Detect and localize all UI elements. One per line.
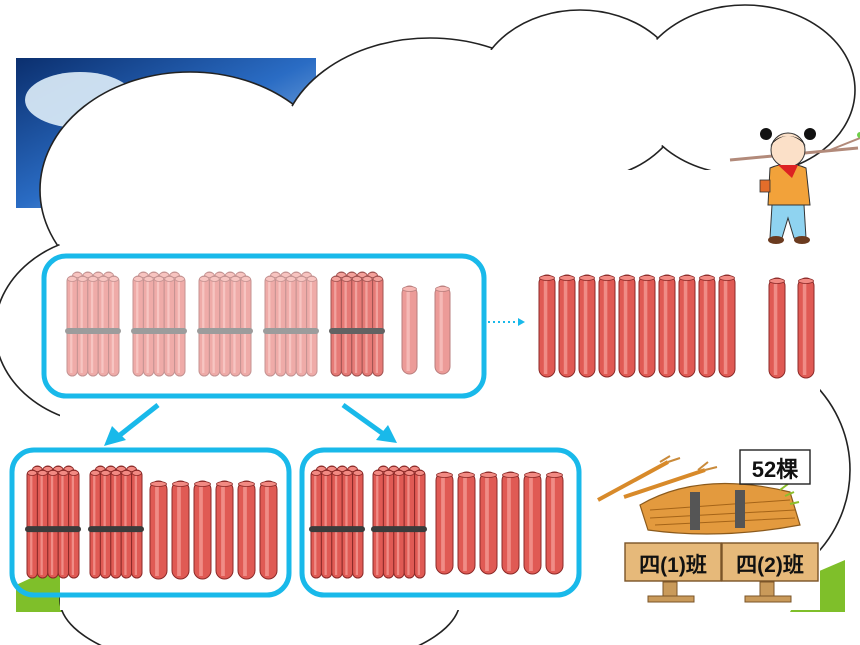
bundle-stick xyxy=(89,469,101,579)
sapling-bundle-icon xyxy=(597,455,801,535)
bundle-stick xyxy=(47,469,59,579)
stick-bundle xyxy=(329,271,385,377)
expanded-stick xyxy=(538,274,556,378)
bundle-stick xyxy=(219,275,231,377)
expanded-stick xyxy=(797,277,815,379)
bundle-stick xyxy=(361,275,374,377)
class-signs xyxy=(624,542,819,603)
frame-left xyxy=(9,447,292,598)
bundle-band xyxy=(197,328,253,334)
bundle-stick xyxy=(66,275,78,377)
stick-bundle xyxy=(309,465,365,579)
single-stick xyxy=(523,471,542,575)
single-stick xyxy=(193,480,212,580)
expanded-stick xyxy=(558,274,576,378)
single-stick xyxy=(501,471,520,575)
bundle-stick xyxy=(68,469,80,579)
frame-right xyxy=(299,447,582,598)
single-stick xyxy=(545,471,564,575)
single-stick xyxy=(457,471,476,575)
bundle-stick xyxy=(372,275,384,377)
expanded-stick xyxy=(638,274,656,378)
bundle-band xyxy=(309,526,365,533)
frame-top xyxy=(41,253,487,399)
expanded-stick xyxy=(618,274,636,378)
expanded-stick xyxy=(698,274,716,378)
single-stick xyxy=(171,480,190,580)
bundle-stick xyxy=(372,469,384,579)
bundle-stick xyxy=(330,275,342,377)
single-stick xyxy=(479,471,498,575)
bundle-stick xyxy=(99,469,112,579)
bundle-band xyxy=(88,526,144,533)
dotted-arrow-icon xyxy=(488,318,525,326)
stick-bundle xyxy=(197,271,253,377)
arrow-down-right-icon xyxy=(341,402,397,443)
stick-bundle xyxy=(131,271,187,377)
single-stick xyxy=(259,480,278,580)
bundle-stick xyxy=(240,275,252,377)
bundle-band xyxy=(263,328,319,334)
expanded-stick xyxy=(658,274,676,378)
stick-bundle xyxy=(263,271,319,377)
expanded-stick xyxy=(768,277,786,379)
bundle-stick xyxy=(331,469,343,579)
bundle-stick xyxy=(110,469,122,579)
bundle-band xyxy=(65,328,121,334)
bundle-band xyxy=(131,328,187,334)
class-label-1: 四(1)班 xyxy=(639,554,707,577)
bundle-stick xyxy=(306,275,318,377)
single-stick xyxy=(215,480,234,580)
bundle-stick xyxy=(174,275,186,377)
single-stick xyxy=(237,480,256,580)
stick-bundle xyxy=(65,271,121,377)
bundle-stick xyxy=(142,275,155,377)
bundle-band xyxy=(25,526,81,533)
single-stick xyxy=(434,285,451,375)
bundle-stick xyxy=(414,469,426,579)
expanded-stick xyxy=(578,274,596,378)
bundle-stick xyxy=(352,469,364,579)
stick-bundle xyxy=(88,465,144,579)
expanded-stick xyxy=(598,274,616,378)
bundle-band xyxy=(329,328,385,334)
bundle-stick xyxy=(274,275,287,377)
expanded-stick xyxy=(718,274,736,378)
single-stick xyxy=(435,471,454,575)
count-label-box xyxy=(739,449,811,485)
single-stick xyxy=(149,480,168,580)
bundle-stick xyxy=(163,275,176,377)
stick-bundle xyxy=(25,465,81,579)
bundle-stick xyxy=(198,275,210,377)
arrow-down-left-icon xyxy=(104,403,160,446)
expanded-stick xyxy=(678,274,696,378)
class-label-2: 四(2)班 xyxy=(736,554,804,577)
bundle-band xyxy=(371,526,427,533)
bundle-stick xyxy=(120,469,133,579)
girl-illustration-icon xyxy=(729,128,860,244)
tree-count-label: 52棵 xyxy=(752,457,798,482)
bundle-stick xyxy=(108,275,120,377)
bundle-stick xyxy=(131,469,143,579)
single-stick xyxy=(401,285,418,375)
stick-bundle xyxy=(371,465,427,579)
